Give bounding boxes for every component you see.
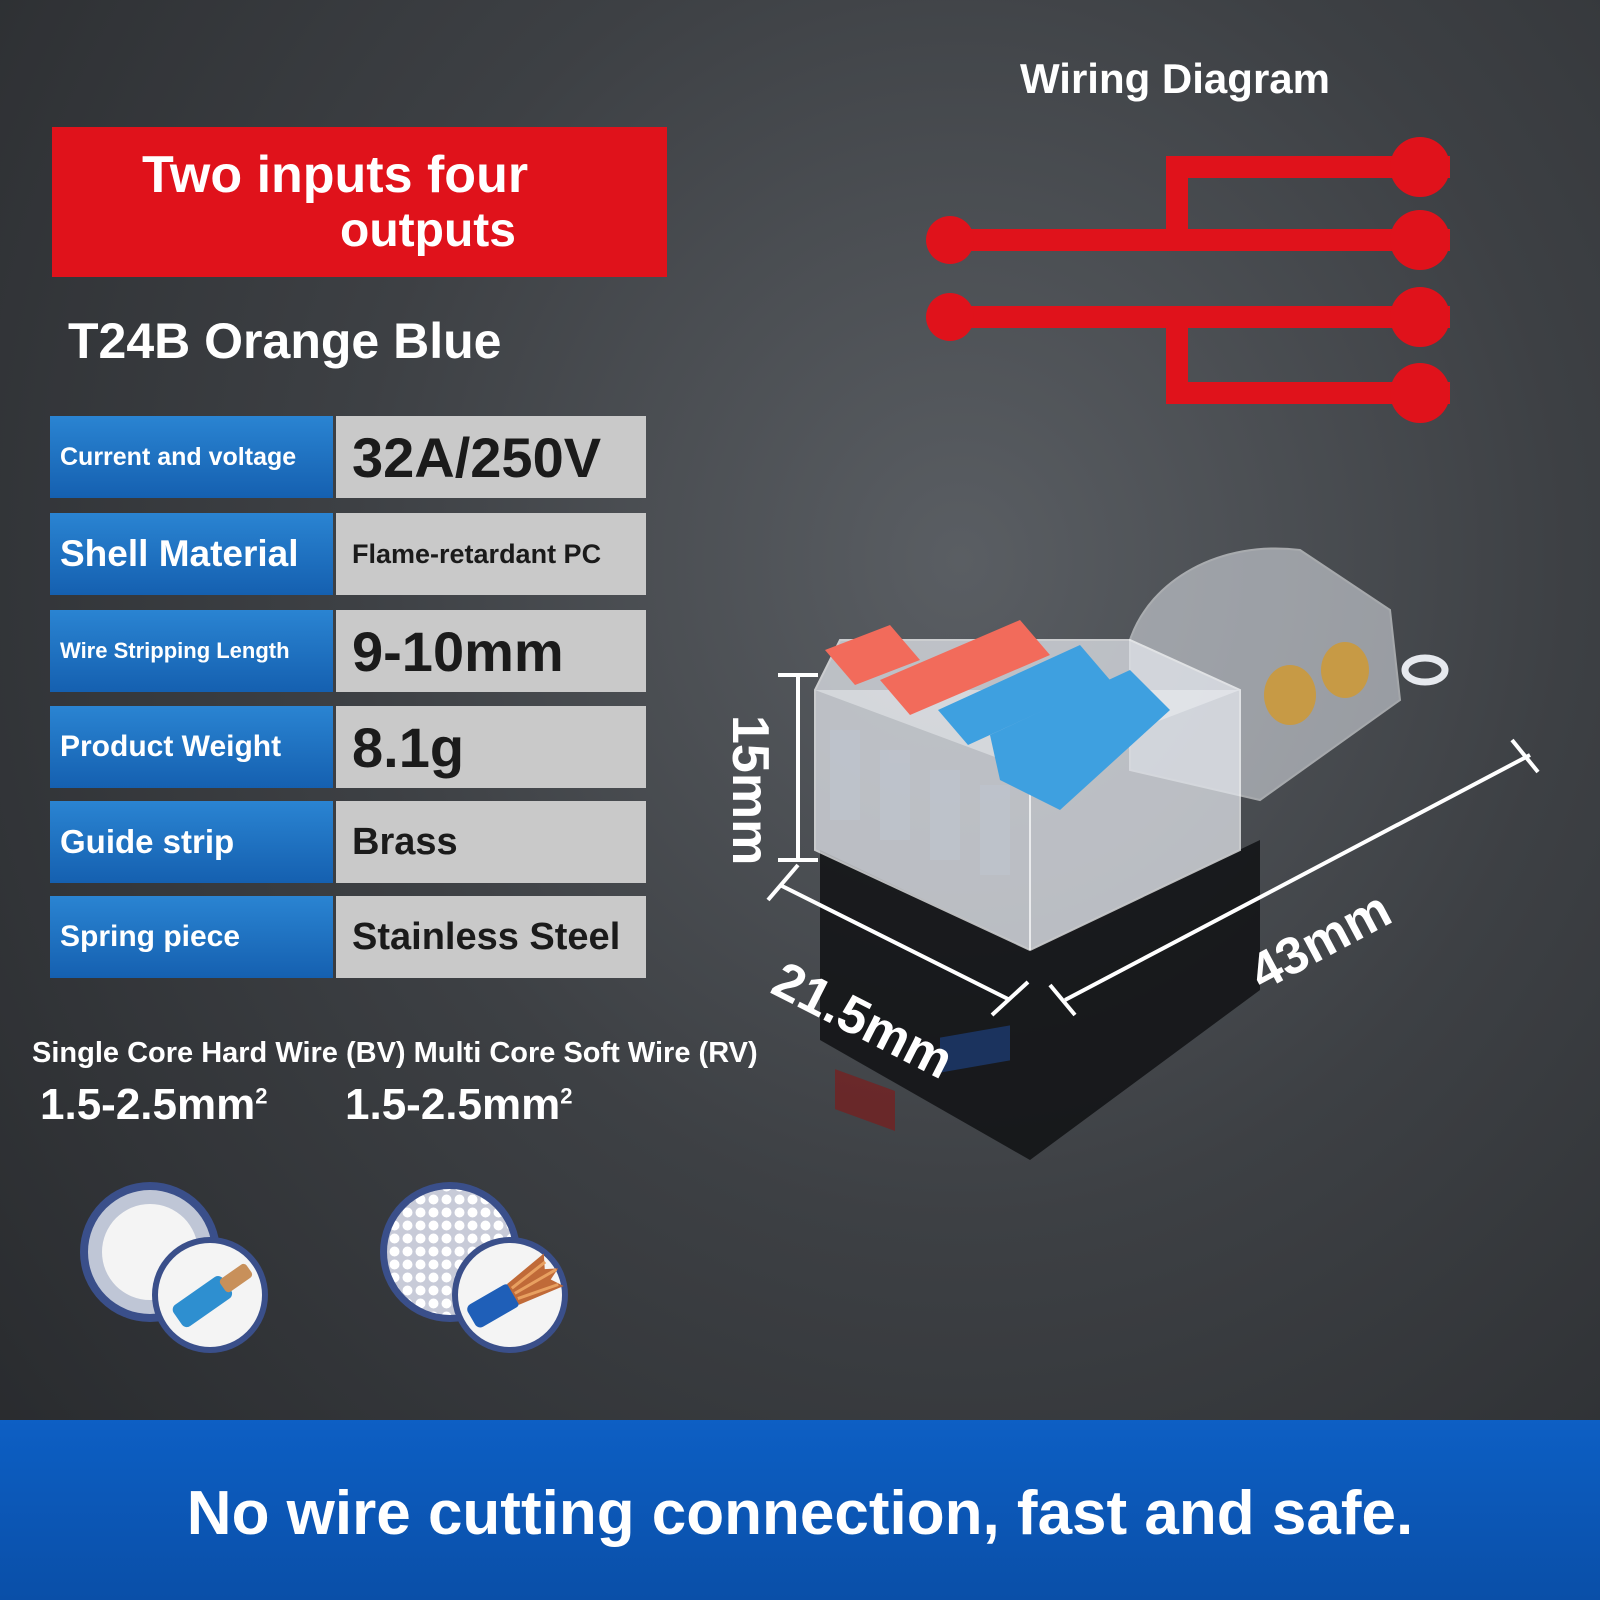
spec-label: Wire Stripping Length — [50, 610, 333, 692]
spec-value: Stainless Steel — [336, 896, 646, 978]
headline-line-1: Two inputs four — [142, 146, 529, 204]
single-core-wire-icon — [80, 1182, 268, 1353]
wiring-terminal-out-3 — [1390, 287, 1450, 347]
multi-core-size: 1.5-2.5mm2 — [345, 1080, 573, 1129]
blue-lever — [938, 645, 1110, 745]
wiring-branch-bottom — [1166, 317, 1450, 404]
orange-lever — [880, 620, 1050, 715]
dimension-lines — [766, 673, 1540, 1017]
spec-row-shell-material: Shell Material Flame-retardant PC — [50, 513, 646, 595]
wiring-diagram-title: Wiring Diagram — [1020, 55, 1330, 102]
spec-row-guide-strip: Guide strip Brass — [50, 801, 646, 883]
spec-row-stripping-length: Wire Stripping Length 9-10mm — [50, 610, 646, 692]
blue-lever — [990, 670, 1170, 810]
spec-label: Current and voltage — [50, 416, 333, 498]
length-dimension-line — [1064, 753, 1531, 1002]
connector-product-image — [814, 547, 1449, 1160]
wiring-diagram — [926, 137, 1450, 423]
wiring-terminal-in-1 — [926, 216, 974, 264]
spec-value: 32A/250V — [336, 416, 646, 498]
spec-value: Flame-retardant PC — [336, 513, 646, 595]
spec-row-current: Current and voltage 32A/250V — [50, 416, 646, 498]
spec-value: 8.1g — [336, 706, 646, 788]
wiring-terminal-out-4 — [1390, 363, 1450, 423]
wiring-terminal-out-1 — [1390, 137, 1450, 197]
spec-label: Product Weight — [50, 706, 333, 788]
spec-row-spring-piece: Spring piece Stainless Steel — [50, 896, 646, 978]
footer-banner: No wire cutting connection, fast and saf… — [0, 1420, 1600, 1600]
wiring-terminal-in-2 — [926, 293, 974, 341]
spec-label: Spring piece — [50, 896, 333, 978]
model-name: T24B Orange Blue — [68, 313, 502, 369]
headline-banner: Two inputs four outputs — [52, 127, 667, 277]
height-dimension-label: 15mm — [721, 715, 779, 866]
spec-label: Guide strip — [50, 801, 333, 883]
orange-lever — [825, 625, 920, 685]
spec-label: Shell Material — [50, 513, 333, 595]
single-core-size: 1.5-2.5mm2 — [40, 1080, 268, 1129]
spec-value: Brass — [336, 801, 646, 883]
wire-types-title: Single Core Hard Wire (BV) Multi Core So… — [32, 1037, 758, 1069]
footer-tagline: No wire cutting connection, fast and saf… — [186, 1479, 1414, 1548]
headline-line-2: outputs — [340, 204, 516, 257]
wiring-branch-top — [1166, 156, 1450, 240]
spec-row-weight: Product Weight 8.1g — [50, 706, 646, 788]
wiring-terminal-out-2 — [1390, 210, 1450, 270]
multi-core-wire-icon — [380, 1182, 568, 1353]
width-dimension-line — [779, 883, 1011, 1002]
spec-value: 9-10mm — [336, 610, 646, 692]
